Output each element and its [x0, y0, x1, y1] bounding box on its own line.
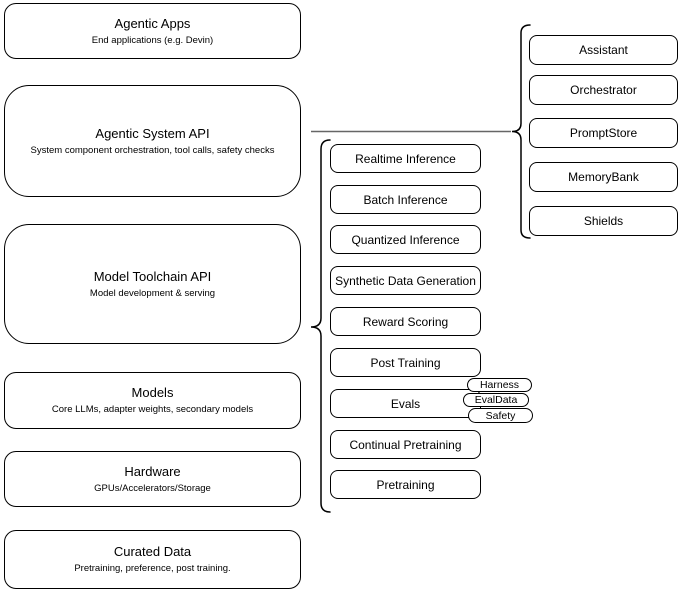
node-orchestrator: Orchestrator — [529, 75, 678, 105]
box-subtitle: System component orchestration, tool cal… — [30, 144, 275, 156]
node-post-training: Post Training — [330, 348, 481, 377]
tag-evaldata: EvalData — [463, 393, 529, 407]
node-synthetic-data-generation: Synthetic Data Generation — [330, 266, 481, 295]
node-shields: Shields — [529, 206, 678, 236]
box-hardware: Hardware GPUs/Accelerators/Storage — [4, 451, 301, 507]
box-models: Models Core LLMs, adapter weights, secon… — [4, 372, 301, 429]
box-title: Agentic System API — [95, 125, 210, 141]
node-assistant: Assistant — [529, 35, 678, 65]
system-components-group-brace — [511, 24, 531, 239]
node-promptstore: PromptStore — [529, 118, 678, 148]
box-subtitle: Model development & serving — [89, 287, 216, 299]
tag-harness: Harness — [467, 378, 532, 392]
box-title: Agentic Apps — [114, 15, 191, 31]
box-title: Model Toolchain API — [93, 268, 212, 284]
node-continual-pretraining: Continual Pretraining — [330, 430, 481, 459]
node-quantized-inference: Quantized Inference — [330, 225, 481, 254]
node-batch-inference: Batch Inference — [330, 185, 481, 214]
tag-safety: Safety — [468, 408, 533, 423]
box-title: Models — [131, 385, 174, 400]
box-subtitle: Core LLMs, adapter weights, secondary mo… — [51, 404, 254, 415]
node-pretraining: Pretraining — [330, 470, 481, 499]
box-agentic-apps: Agentic Apps End applications (e.g. Devi… — [4, 3, 301, 59]
toolchain-group-brace — [310, 139, 331, 513]
box-subtitle: Pretraining, preference, post training. — [74, 563, 231, 574]
box-title: Curated Data — [113, 544, 192, 559]
box-model-toolchain-api: Model Toolchain API Model development & … — [4, 224, 301, 344]
box-agentic-system-api: Agentic System API System component orch… — [4, 85, 301, 197]
node-realtime-inference: Realtime Inference — [330, 144, 481, 173]
node-memorybank: MemoryBank — [529, 162, 678, 192]
box-curated-data: Curated Data Pretraining, preference, po… — [4, 530, 301, 589]
box-title: Hardware — [124, 463, 181, 479]
node-reward-scoring: Reward Scoring — [330, 307, 481, 336]
box-subtitle: End applications (e.g. Devin) — [91, 34, 214, 46]
node-evals: Evals — [330, 389, 481, 418]
box-subtitle: GPUs/Accelerators/Storage — [94, 482, 211, 494]
